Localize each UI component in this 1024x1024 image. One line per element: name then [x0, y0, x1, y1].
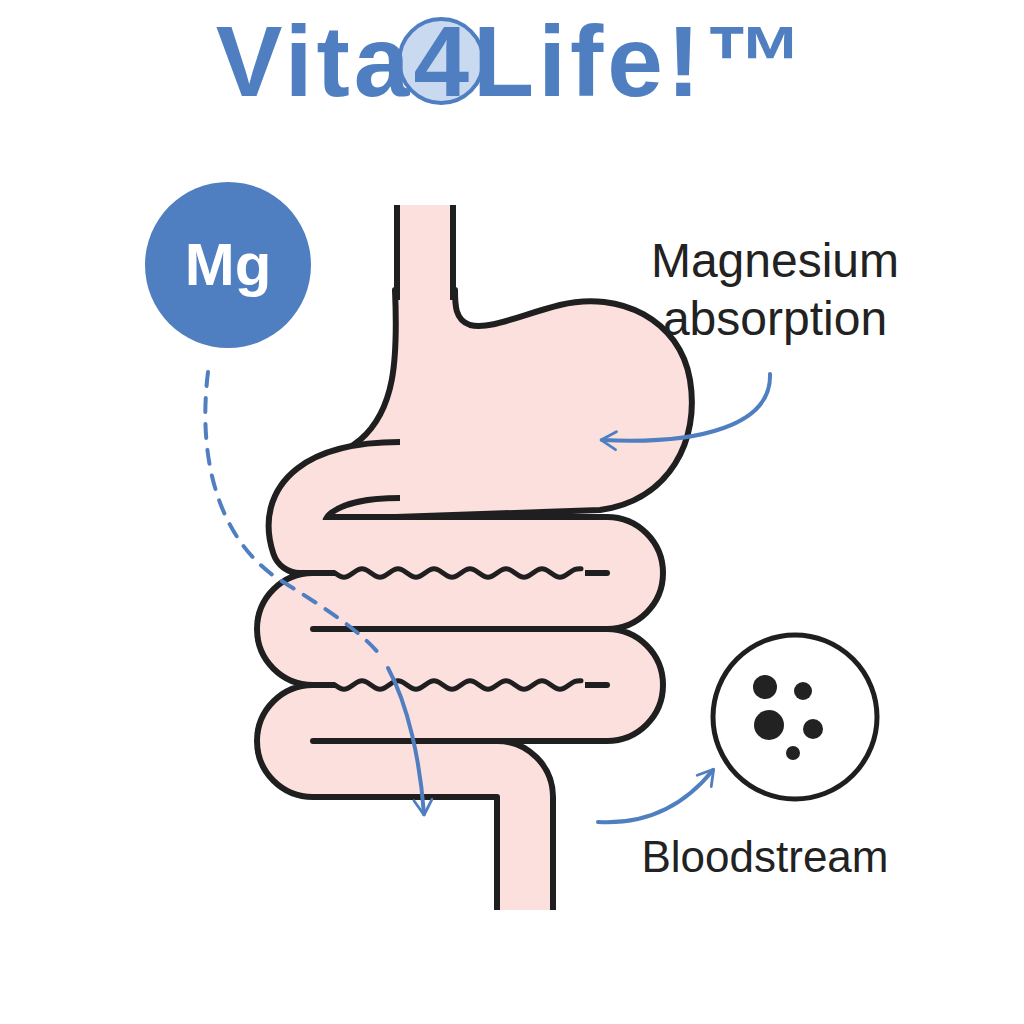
node-outline [709, 631, 881, 803]
magnesium-path [205, 372, 380, 655]
node-caption: Bloodstream [641, 831, 888, 884]
fold-cover [335, 679, 585, 691]
blood-cell [786, 746, 800, 760]
magnesium-arrow [388, 668, 424, 814]
brand-title: Vita4Life!™ [0, 6, 1024, 116]
element-symbol: Mg [185, 229, 272, 301]
blood-cell [754, 710, 784, 740]
intestine-fill [285, 470, 635, 910]
bloodstream-arrow [598, 770, 713, 822]
blood-vessel-circle [713, 635, 877, 799]
intestine-folds [335, 569, 585, 689]
element-disc [145, 182, 311, 348]
blood-cell [803, 719, 823, 739]
element-circle: Mg [141, 178, 315, 352]
fold-wave [335, 569, 581, 577]
fold-cover [335, 567, 585, 579]
esophagus-fill [400, 205, 450, 300]
leader-arrow [602, 374, 770, 441]
bloodstream-node: Bloodstream [633, 631, 896, 884]
blood-cell [794, 682, 812, 700]
callout-label: Magnesium absorption [612, 232, 938, 347]
fold-wave [335, 681, 581, 689]
esophagus-outline [394, 205, 456, 300]
blood-cell [753, 675, 777, 699]
intestine-outline [285, 470, 635, 910]
